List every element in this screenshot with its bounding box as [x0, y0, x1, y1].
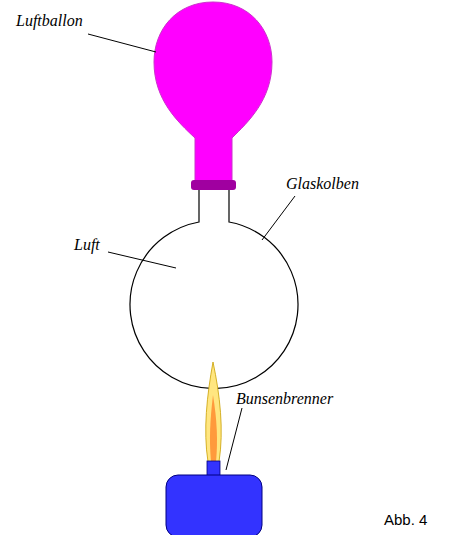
part-label: Luft: [74, 236, 100, 254]
part-label: Glaskolben: [286, 175, 359, 193]
part-label: Bunsenbrenner: [236, 390, 333, 408]
flame-core: [210, 395, 217, 462]
leader-line: [108, 252, 176, 268]
part-label: Luftballon: [16, 12, 83, 30]
leader-line: [226, 408, 242, 470]
flame: [206, 362, 221, 462]
leader-line: [262, 196, 295, 240]
balloon-band: [191, 180, 236, 190]
burner-nozzle: [207, 461, 220, 476]
leader-line: [88, 34, 156, 52]
bunsen-burner: [166, 475, 262, 535]
glass-flask: [130, 190, 298, 389]
balloon: [154, 2, 272, 182]
figure-caption: Abb. 4: [384, 512, 427, 529]
